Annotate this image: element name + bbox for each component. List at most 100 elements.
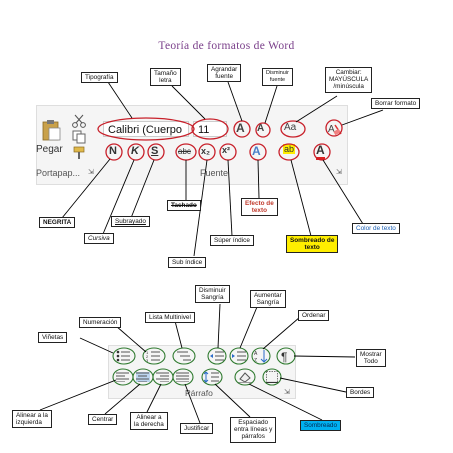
font-color-icon[interactable]: A — [316, 143, 325, 160]
svg-text:Z: Z — [254, 358, 257, 363]
svg-text:¶: ¶ — [281, 350, 287, 363]
circle-grow-font — [233, 120, 251, 138]
circle-sub — [198, 143, 216, 161]
label-vinetas: Viñetas — [38, 332, 68, 344]
justify-icon[interactable] — [176, 372, 190, 382]
label-subindice: Sub índice — [168, 257, 207, 269]
label-bordes: Bordes — [346, 387, 375, 399]
label-borrar: Borrar formato — [371, 98, 421, 110]
clipboard-group-name: Portapap... — [36, 168, 81, 178]
grow-font-icon[interactable]: A — [236, 121, 245, 135]
circle-show-all — [276, 347, 296, 365]
font-size-value: 11 — [198, 124, 210, 136]
line-spacing-icon[interactable] — [204, 371, 220, 383]
svg-text:A: A — [328, 124, 335, 135]
bold-icon[interactable]: N — [109, 145, 117, 157]
circle-numbering — [142, 347, 166, 365]
font-group-name: Fuente — [200, 168, 229, 178]
label-ordenar: Ordenar — [298, 310, 330, 322]
copy-icon[interactable] — [71, 130, 87, 144]
circle-increase-indent — [229, 347, 249, 365]
label-subrayado: Subrayado — [111, 216, 150, 228]
circle-font-name — [97, 117, 195, 141]
text-effects-icon[interactable]: A — [252, 144, 261, 158]
paragraph-launcher-icon[interactable]: ⇲ — [284, 389, 290, 396]
circle-highlight — [278, 143, 300, 161]
font-launcher-icon[interactable]: ⇲ — [336, 169, 342, 176]
label-cambiar: Cambiar:MAYÚSCULA/minúscula — [325, 67, 373, 93]
circle-line-spacing — [201, 368, 223, 386]
label-numeracion: Numeración — [79, 317, 122, 329]
label-color: Color de texto — [352, 223, 400, 235]
circle-decrease-indent — [207, 347, 227, 365]
borders-icon[interactable] — [266, 371, 278, 383]
circle-borders — [262, 368, 282, 386]
paste-icon[interactable] — [40, 118, 62, 142]
increase-indent-icon[interactable] — [232, 350, 246, 362]
circle-shrink-font — [255, 122, 271, 138]
circle-bullets — [112, 347, 136, 365]
circle-shading — [234, 368, 256, 386]
decrease-indent-icon[interactable] — [210, 350, 224, 362]
strikethrough-icon[interactable]: abc — [178, 147, 191, 156]
multilevel-list-icon[interactable] — [176, 350, 192, 362]
label-justificar: Justificar — [180, 423, 214, 435]
label-centrar: Centrar — [88, 414, 118, 426]
circle-change-case — [280, 120, 306, 138]
circle-color — [313, 143, 331, 161]
page-title: Teoría de formatos de Word — [158, 40, 295, 52]
font-name-box[interactable]: Calibri (Cuerpo — [103, 121, 189, 137]
circle-strike — [175, 143, 197, 161]
align-right-icon[interactable] — [156, 372, 170, 382]
circle-justify — [172, 368, 194, 386]
svg-text:3: 3 — [146, 358, 149, 362]
clipboard-launcher-icon[interactable]: ⇲ — [88, 169, 94, 176]
circle-bold — [105, 143, 123, 161]
align-left-icon[interactable] — [116, 372, 130, 382]
highlight-icon[interactable]: ab — [283, 144, 296, 154]
svg-text:A: A — [254, 351, 258, 357]
font-name-value: Calibri (Cuerpo — [108, 124, 182, 136]
subscript-icon[interactable]: x₂ — [201, 146, 211, 156]
format-painter-icon[interactable] — [71, 146, 87, 160]
cut-icon[interactable] — [71, 114, 87, 128]
label-superindice: Súper índice — [210, 235, 254, 247]
shrink-font-icon[interactable]: A — [257, 123, 265, 134]
show-all-icon[interactable]: ¶ — [280, 349, 292, 363]
svg-text:1: 1 — [146, 350, 149, 355]
svg-text:2: 2 — [146, 354, 149, 359]
bullets-icon[interactable] — [116, 350, 132, 362]
circle-align-left — [112, 368, 134, 386]
label-lista: Lista Multinivel — [145, 312, 195, 324]
underline-icon[interactable]: S — [151, 145, 159, 157]
label-tipografia: Tipografía — [81, 72, 118, 84]
change-case-icon[interactable]: Aa — [284, 122, 297, 133]
paragraph-group-name: Párrafo — [185, 388, 213, 398]
circle-italic — [127, 143, 145, 161]
circle-clear-format — [325, 119, 343, 137]
align-center-icon[interactable] — [136, 372, 150, 382]
circle-sort — [251, 347, 271, 365]
circle-align-center — [132, 368, 154, 386]
numbering-icon[interactable]: 123 — [146, 350, 162, 362]
paste-label[interactable]: Pegar — [36, 144, 63, 155]
label-negrita: NEGRITA — [39, 217, 76, 229]
shading-icon[interactable] — [238, 371, 252, 383]
circle-align-right — [152, 368, 174, 386]
italic-icon[interactable]: K — [131, 145, 139, 157]
circle-multilevel — [172, 347, 196, 365]
font-size-box[interactable]: 11 — [193, 121, 227, 137]
sort-icon[interactable]: AZ — [254, 349, 268, 363]
superscript-icon[interactable]: x² — [222, 145, 231, 155]
circle-font-size — [191, 118, 229, 140]
